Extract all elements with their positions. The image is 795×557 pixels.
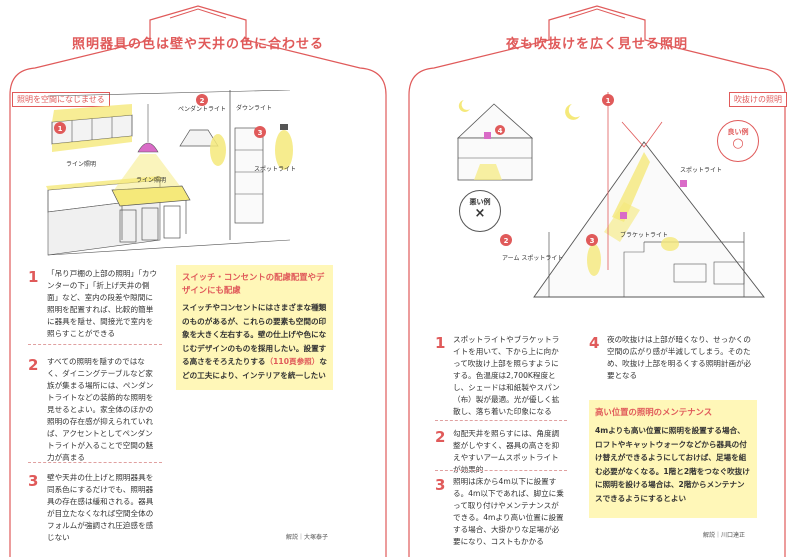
note-page-ref: （110頁参照） [265,357,320,366]
label-spotlight: スポットライト [680,166,722,174]
point-2-text: 勾配天井を照らすには、角度調整がしやすく、器具の高さを抑えやすいアームスポットラ… [453,429,560,474]
note-heading: スイッチ・コンセントの配慮配置やデザインにも配慮 [182,272,325,295]
point-4-text: 夜の吹抜けは上部が暗くなり、せっかくの空間の広がり感が半減してしまう。そのため、… [607,335,752,380]
badge-4: 4 [498,127,503,135]
left-page-frame [9,5,387,557]
divider [435,470,567,471]
point-1-text: スポットライトやブラケットライトを用いて、下から上に向かって吹抜け上部を照らすよ… [453,335,560,416]
left-credit: 解説｜大塚泰子 [286,534,329,541]
point-2-number: 2 [28,356,39,374]
good-example-badge: 良い例 ○ [717,120,759,162]
point-4-number: 4 [589,334,600,352]
right-credit: 解説｜川口達正 [703,532,746,539]
note-heading: 高い位置の照明のメンテナンス [595,407,713,417]
note-box: スイッチ・コンセントの配慮配置やデザインにも配慮 スイッチやコンセントにはさまざ… [176,265,333,390]
good-mark-icon: ○ [732,136,744,151]
bad-example-badge: 悪い例 × [459,190,501,232]
house-illustration: 4 1 2 3 スポットライト ブラケットライト アーム スポットライト [456,92,765,298]
note-body: 4mよりも高い位置に照明を設置する場合、ロフトやキャットウォークなどから器具の付… [595,426,750,503]
badge-1: 1 [606,97,611,105]
divider [28,344,162,345]
divider [28,462,162,463]
label-downlight: ダウンライト [236,104,272,112]
kitchen-illustration: 1 2 3 ペンダントライト ダウンライト ライン照明 ライン照明 スポットライ… [46,90,296,256]
point-3-number: 3 [28,472,39,490]
divider [435,420,567,421]
left-page-title: 照明器具の色は壁や天井の色に合わせる [71,37,324,52]
note-body-main: スイッチやコンセントにはさまざまな種類のものがあるが、これらの要素も空間の印象を… [182,303,327,366]
bad-example-label: 悪い例 [469,198,491,206]
right-page: 夜も吹抜けを広く見せる照明 吹抜けの照明 4 [399,0,795,557]
note-body: スイッチやコンセントにはさまざまな種類のものがあるが、これらの要素も空間の印象を… [182,301,327,382]
badge-1: 1 [58,125,63,133]
label-line-light-2: ライン照明 [136,177,166,184]
right-page-frame [408,5,786,557]
label-line-light-1: ライン照明 [66,161,96,168]
point-2-text: すべての照明を隠すのではなく、ダイニングテーブルなど家族が集まる場所には、ペンダ… [47,357,154,462]
label-pendant: ペンダントライト [178,105,226,113]
label-bracket: ブラケットライト [620,231,668,239]
good-example-label: 良い例 [727,128,749,136]
badge-2: 2 [504,237,509,245]
point-1-text: 「吊り戸棚の上部の照明」「カウンターの下」「折上げ天井の側面」など、室内の段差や… [47,269,158,338]
section-tag: 照明を空間になじませる [12,92,110,107]
point-3-number: 3 [435,476,446,494]
label-spotlight: スポットライト [254,165,296,173]
bad-mark-icon: × [474,206,486,221]
note-body-tail: などの工夫により、インテリアを統一したい [182,357,327,380]
point-3-text: 壁や天井の仕上げと照明器具を同系色にするだけでも、照明器具の存在感は緩和される。… [47,473,154,542]
point-1-number: 1 [435,334,446,352]
section-tag: 吹抜けの照明 [729,92,787,107]
badge-3: 3 [590,237,595,245]
note-box: 高い位置の照明のメンテナンス 4mよりも高い位置に照明を設置する場合、ロフトやキ… [589,400,757,518]
right-page-title: 夜も吹抜けを広く見せる照明 [505,37,688,52]
point-1-number: 1 [28,268,39,286]
point-2-number: 2 [435,428,446,446]
badge-2: 2 [200,97,205,105]
badge-3: 3 [258,129,263,137]
point-3-text: 照明は床から4m以下に設置する。4m以下であれば、脚立に乗って取り付けやメンテナ… [453,477,564,546]
label-arm-spot: アーム スポットライト [502,254,563,262]
left-page: 照明器具の色は壁や天井の色に合わせる 照明を空間になじませる [0,0,396,557]
